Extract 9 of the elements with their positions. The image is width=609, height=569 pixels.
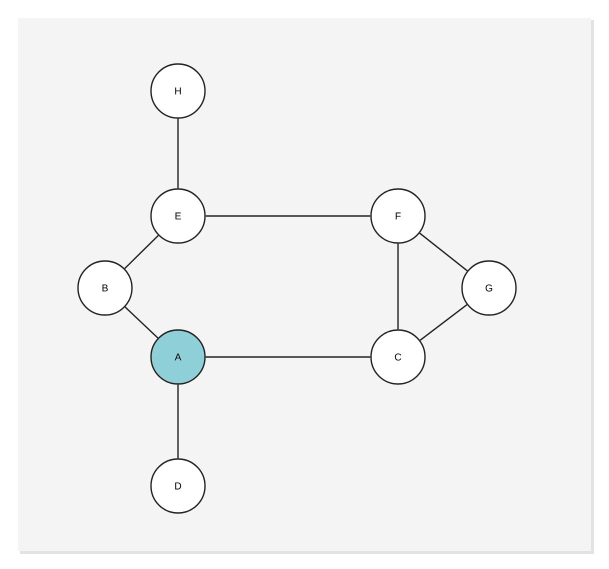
edge-line [420,304,468,341]
edge-line [177,118,179,188]
edge-line [124,306,158,338]
edge-line [177,384,179,458]
edge-line [419,232,468,272]
edge-line [206,356,370,358]
edge-line [124,234,159,270]
edge-line [206,215,370,217]
edge-line [397,244,399,330]
